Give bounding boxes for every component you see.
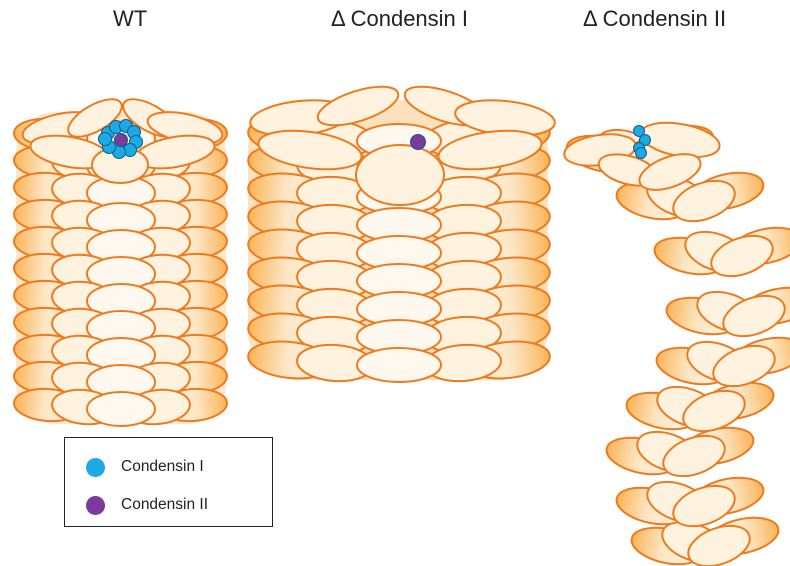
condensin-1-swatch xyxy=(86,458,105,477)
legend-item-condensin-1: Condensin I xyxy=(86,456,204,478)
delta-condensin-1-chromosome xyxy=(246,79,556,384)
condensin-1-complex xyxy=(99,133,112,146)
legend-label-condensin-1: Condensin I xyxy=(121,458,204,476)
delta-condensin-2-chromosome xyxy=(562,117,790,566)
wt-chromosome xyxy=(13,92,228,428)
condensin-2-swatch xyxy=(86,496,105,515)
delta-condensin-2-title: Δ Condensin II xyxy=(583,6,726,32)
legend-item-condensin-2: Condensin II xyxy=(86,494,208,516)
condensin-2-complex xyxy=(411,135,426,150)
delta-condensin-1-title: Δ Condensin I xyxy=(331,6,468,32)
condensin-2-complex xyxy=(115,134,128,147)
legend-box: Condensin I Condensin II xyxy=(64,437,273,527)
chromatin-loop xyxy=(356,145,444,205)
wt-title: WT xyxy=(113,6,147,32)
legend-label-condensin-2: Condensin II xyxy=(121,496,208,514)
condensin-1-complex xyxy=(636,148,647,159)
chromatin-loop xyxy=(357,348,441,382)
chromatin-loop xyxy=(87,392,155,426)
